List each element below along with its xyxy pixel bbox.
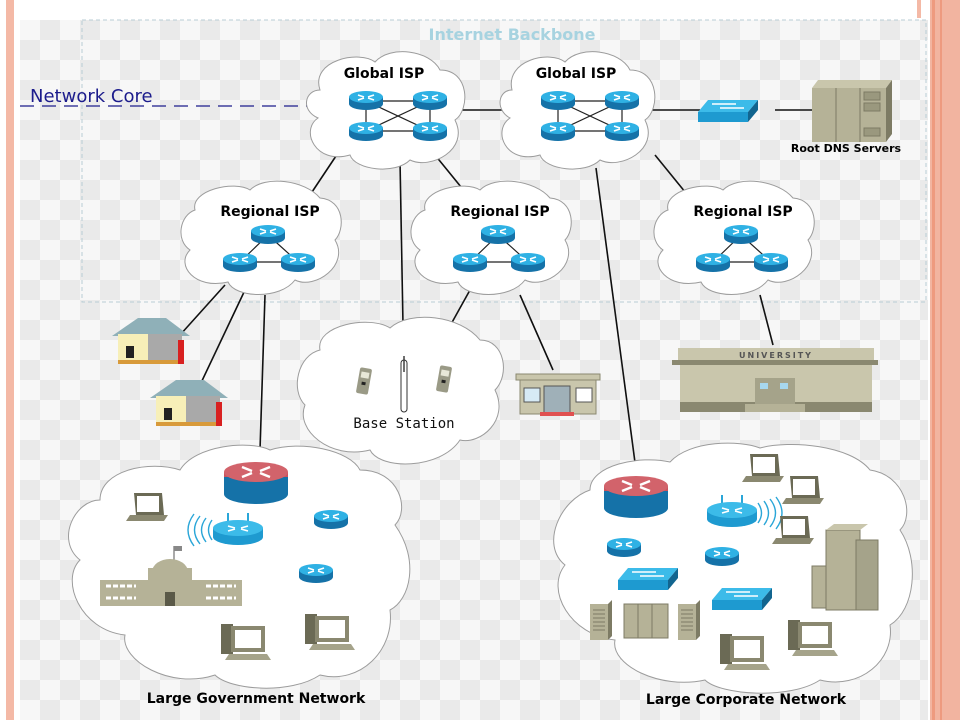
regional-isp-label-2: Regional ISP	[450, 204, 549, 220]
router-icon	[704, 546, 740, 567]
office-building-icon	[811, 524, 879, 611]
root-dns-label: Root DNS Servers	[791, 142, 902, 155]
home-network-icon	[150, 380, 228, 426]
university-label: UNIVERSITY	[739, 351, 813, 360]
switch-icon	[617, 567, 679, 591]
core-router-icon	[222, 460, 290, 506]
server-icon	[589, 599, 613, 641]
switch-icon	[711, 587, 773, 611]
wifi-waves-icon	[757, 496, 783, 530]
internet-backbone-label: Internet Backbone	[429, 25, 596, 44]
small-business-icon	[515, 373, 601, 416]
router-icon	[540, 90, 576, 111]
global-isp-label-1: Global ISP	[344, 66, 425, 82]
router-icon	[604, 121, 640, 142]
base-station-label: Base Station	[353, 416, 454, 432]
router-icon	[510, 252, 546, 273]
router-icon	[280, 252, 316, 273]
router-icon	[348, 121, 384, 142]
router-icon	[695, 252, 731, 273]
router-icon	[753, 252, 789, 273]
slide-left-border	[6, 0, 14, 720]
router-icon	[412, 121, 448, 142]
regional-isp-2: Regional ISP	[450, 204, 550, 273]
server-rack-icon	[623, 603, 669, 639]
router-icon	[222, 252, 258, 273]
global-isp-label-2: Global ISP	[536, 66, 617, 82]
router-icon	[723, 224, 759, 245]
regional-isp-label-1: Regional ISP	[220, 204, 319, 220]
antenna-icon	[400, 356, 408, 413]
router-icon	[480, 224, 516, 245]
core-router-icon	[602, 474, 670, 520]
regional-isp-label-3: Regional ISP	[693, 204, 792, 220]
base-station-cloud	[296, 316, 504, 465]
switch-icon	[697, 99, 759, 123]
root-dns-servers-icon	[812, 80, 892, 142]
government-building-icon	[100, 546, 242, 606]
slide-right-border	[930, 0, 960, 720]
network-core-label: Network Core	[30, 86, 153, 107]
router-icon	[540, 121, 576, 142]
router-icon	[412, 90, 448, 111]
slide-top-accent	[917, 0, 921, 18]
home-network-icon	[112, 318, 190, 364]
corp-network-label: Large Corporate Network	[646, 692, 847, 708]
router-icon	[606, 537, 642, 558]
regional-isp-3: Regional ISP	[693, 204, 793, 273]
gov-network-label: Large Government Network	[147, 691, 366, 707]
router-icon	[604, 90, 640, 111]
router-icon	[250, 224, 286, 245]
router-icon	[298, 563, 334, 584]
router-icon	[348, 90, 384, 111]
university-icon	[672, 348, 878, 412]
internet-backbone-boundary	[81, 19, 927, 303]
server-icon	[677, 599, 701, 641]
router-icon	[313, 509, 349, 530]
regional-isp-1: Regional ISP	[220, 204, 320, 273]
router-icon	[452, 252, 488, 273]
wifi-waves-icon	[187, 513, 213, 547]
